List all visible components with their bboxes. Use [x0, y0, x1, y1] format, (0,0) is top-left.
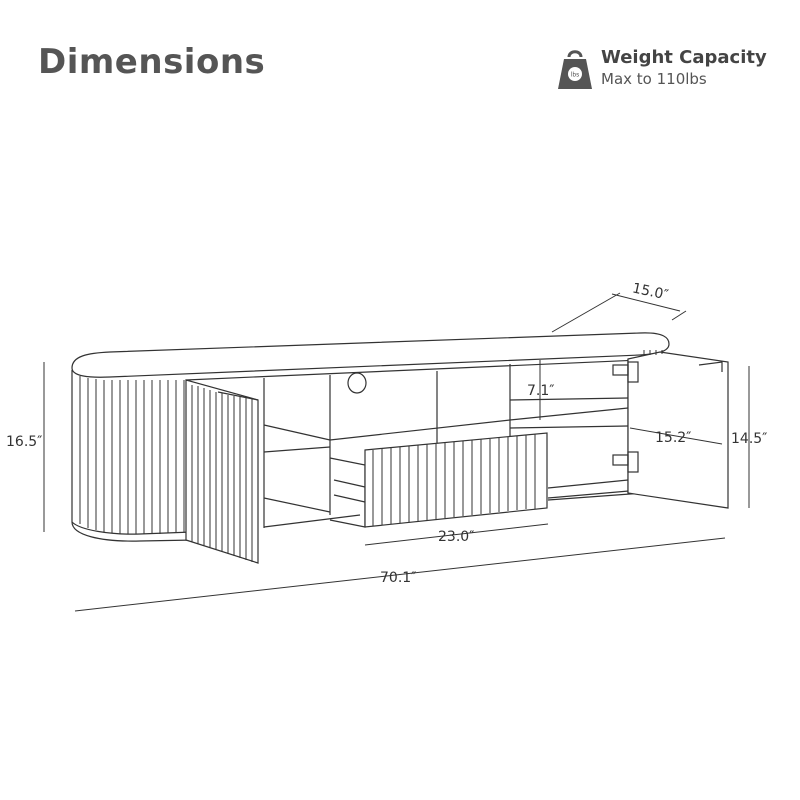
weight-capacity-title: Weight Capacity: [601, 47, 767, 68]
weight-icon: lbs: [558, 50, 592, 89]
dimension-total-width: 70.1″: [380, 570, 416, 586]
dimension-door-height: 14.5″: [731, 431, 767, 447]
weight-capacity-subtitle: Max to 110lbs: [601, 70, 707, 88]
weight-icon-label: lbs: [571, 72, 580, 79]
dimension-height-total: 16.5″: [6, 434, 42, 450]
weight-capacity-badge: lbs Weight Capacity Max to 110lbs: [557, 47, 767, 91]
dimension-shelf-height: 7.1″: [527, 383, 555, 399]
dimension-inner-depth: 15.2″: [655, 430, 691, 446]
page-title: Dimensions: [38, 42, 266, 82]
dimension-depth: 15.0″: [631, 280, 670, 303]
dimension-drawer-width: 23.0″: [438, 529, 474, 545]
hinge-icon: [612, 361, 639, 473]
